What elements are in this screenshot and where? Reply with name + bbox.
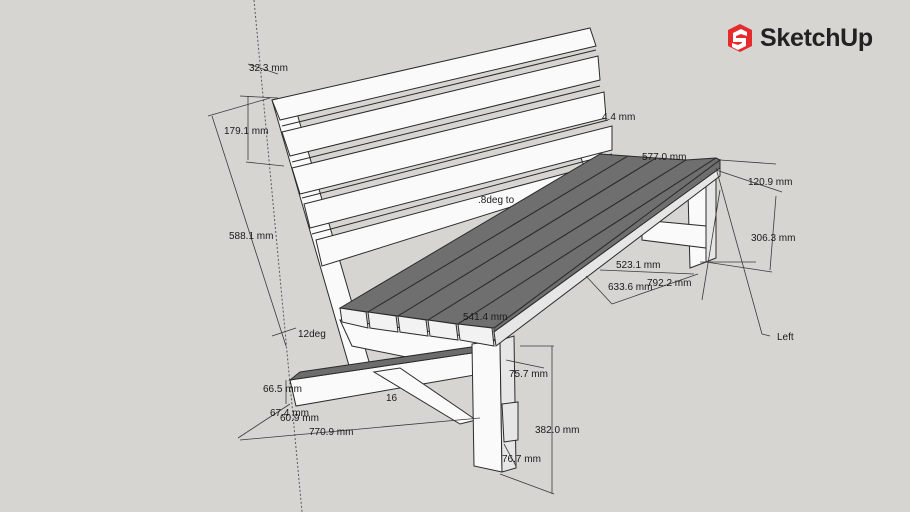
dim-120-9: 120.9 mm [748,177,792,188]
dim-66-5: 66.5 mm [263,384,302,395]
dim-577-0: 577.0 mm [642,152,686,163]
dim-179-1: 179.1 mm [224,126,268,137]
sketchup-logo: SketchUp [724,20,873,56]
dim-60-9: 60.9 mm [280,413,319,424]
dim-67-4: 67.4 mm [270,408,309,419]
dim-75-7: 75.7 mm [509,369,548,380]
front-leg-foot-block [501,401,519,443]
sketchup-logo-icon [728,24,752,52]
dim-523-1: 523.1 mm [616,260,660,271]
dim-633-6: 633.6 mm [608,282,652,293]
dim-left: Left [777,332,794,343]
backrest [271,27,617,267]
dimension-labels: 32.3 mm 179.1 mm 588.1 mm 4.4 mm 577.0 m… [224,63,795,465]
dim-4-4: 4.4 mm [602,112,635,123]
sketchup-wordmark: SketchUp [760,23,873,52]
dim-angle: .8deg to [478,195,515,206]
dim-76-7: 76.7 mm [502,454,541,465]
dim-792-2: 792.2 mm [647,278,691,289]
dim-12deg: 12deg [298,329,326,340]
dim-16: 16 [386,393,398,404]
dimension-lines [207,63,783,495]
seat [338,153,721,347]
front-leg-post [471,339,503,473]
bench-model[interactable] [271,27,721,473]
dim-32-3: 32.3 mm [249,63,288,74]
dim-382-0: 382.0 mm [535,425,579,436]
green-axis-guide [253,0,303,512]
dim-306-3: 306.3 mm [751,233,795,244]
dim-588-1: 588.1 mm [229,231,273,242]
dim-541-4: 541.4 mm [463,312,507,323]
dim-770-9: 770.9 mm [309,427,353,438]
